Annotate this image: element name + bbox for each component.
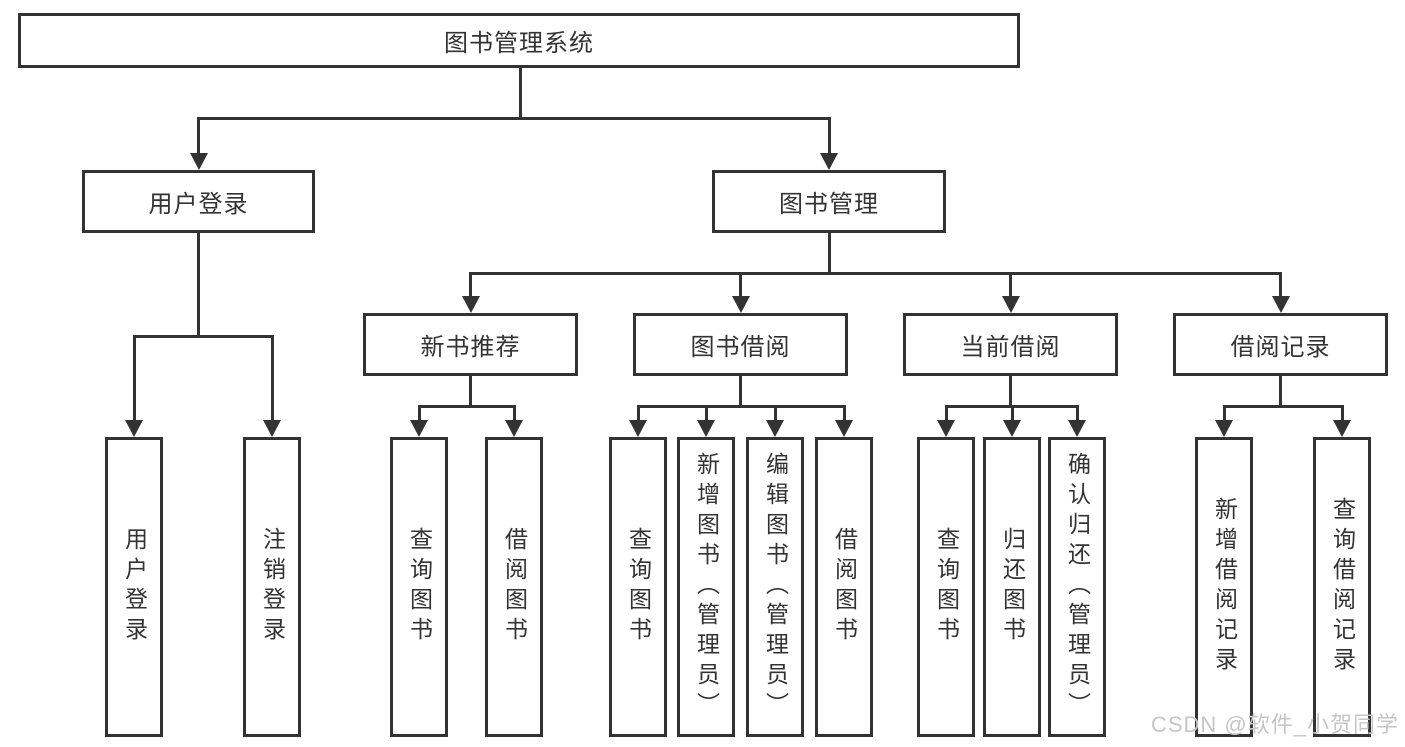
leaf-edit-book-admin: 编辑图书（管理员） <box>746 437 804 737</box>
node-borrowing-records: 借阅记录 <box>1173 313 1388 376</box>
connector-arrow-to-leaf-return-book <box>1010 405 1014 420</box>
connector-stem-borrowing-records <box>1279 376 1282 408</box>
connector-arrow-to-leaf-add-book-admin <box>704 405 708 420</box>
connector-arrow-to-leaf-logout <box>270 335 274 420</box>
connector-stem-new-book-recommendation <box>469 376 472 408</box>
connector-arrow-to-borrowing-records <box>1279 272 1282 296</box>
leaf-user-login: 用户登录 <box>105 437 163 737</box>
connector-arrow-to-leaf-user-login <box>132 335 136 420</box>
connector-bar-borrowing-records <box>1222 405 1344 408</box>
leaf-query-book-borrowing: 查询图书 <box>609 437 667 737</box>
connector-arrow-to-leaf-query-book-borrowing <box>636 405 640 420</box>
connector-arrow-to-user-login <box>197 117 200 153</box>
connector-arrow-to-leaf-borrow-book-recommend <box>512 405 516 420</box>
connector-arrow-to-leaf-query-book-current <box>944 405 948 420</box>
node-new-book-recommendation: 新书推荐 <box>363 313 578 376</box>
leaf-confirm-return-admin: 确认归还（管理员） <box>1048 437 1106 737</box>
leaf-borrow-book-borrowing: 借阅图书 <box>815 437 873 737</box>
connector-arrow-to-leaf-edit-book-admin <box>773 405 777 420</box>
connector-stem-book-management <box>827 233 831 275</box>
connector-stem-root <box>518 68 522 120</box>
leaf-add-book-admin: 新增图书（管理员） <box>677 437 735 737</box>
connector-bar-book-borrowing <box>636 405 846 408</box>
connector-arrow-to-book-borrowing <box>739 272 742 296</box>
connector-arrow-to-leaf-confirm-return-admin <box>1075 405 1079 420</box>
connector-bar-book-management <box>469 272 1282 275</box>
node-book-management: 图书管理 <box>712 170 946 233</box>
connector-arrow-to-leaf-query-book-recommend <box>417 405 421 420</box>
connector-bar-user-login <box>132 335 274 338</box>
connector-arrow-to-leaf-borrow-book-borrowing <box>842 405 846 420</box>
connector-arrow-to-leaf-add-borrow-record <box>1222 405 1226 420</box>
connector-stem-book-borrowing <box>739 376 742 408</box>
connector-stem-current-borrowing <box>1009 376 1012 408</box>
node-book-borrowing: 图书借阅 <box>633 313 848 376</box>
node-library-management-system: 图书管理系统 <box>18 13 1020 68</box>
leaf-query-book-recommend: 查询图书 <box>390 437 448 737</box>
node-current-borrowing: 当前借阅 <box>903 313 1118 376</box>
connector-bar-root <box>197 117 830 120</box>
connector-arrow-to-current-borrowing <box>1009 272 1012 296</box>
leaf-query-book-current: 查询图书 <box>917 437 975 737</box>
connector-bar-new-book-recommendation <box>417 405 516 408</box>
leaf-borrow-book-recommend: 借阅图书 <box>485 437 543 737</box>
leaf-query-borrow-record: 查询借阅记录 <box>1313 437 1371 737</box>
leaf-add-borrow-record: 新增借阅记录 <box>1195 437 1253 737</box>
connector-arrow-to-leaf-query-borrow-record <box>1340 405 1344 420</box>
leaf-logout: 注销登录 <box>243 437 301 737</box>
csdn-watermark: CSDN @软件_小贺同学 <box>1150 712 1399 737</box>
node-user-login: 用户登录 <box>82 170 315 233</box>
leaf-return-book: 归还图书 <box>983 437 1041 737</box>
connector-stem-user-login <box>197 233 200 338</box>
connector-arrow-to-book-management <box>827 117 831 153</box>
connector-arrow-to-new-book-recommendation <box>469 272 472 296</box>
